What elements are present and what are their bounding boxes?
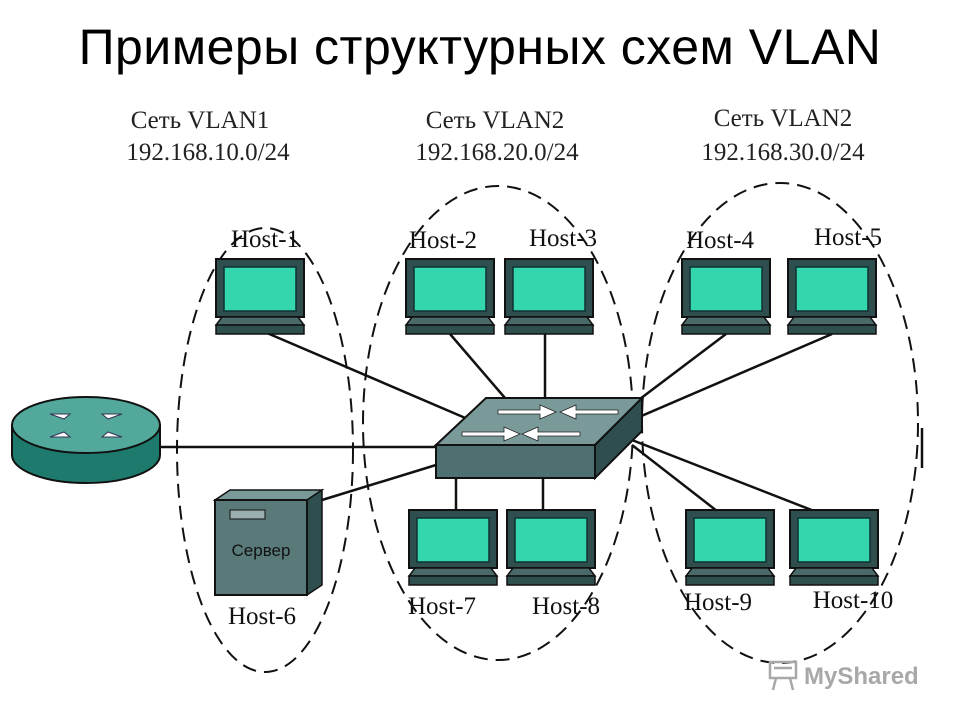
host-10-computer-icon — [789, 509, 879, 586]
watermark-text: MyShared — [804, 663, 919, 690]
vlan3-name: Сеть VLAN2 — [714, 105, 853, 132]
vlan2-subnet: 192.168.20.0/24 — [415, 139, 579, 166]
host-3-computer-icon — [504, 258, 594, 335]
host-10-label: Host-10 — [813, 587, 894, 614]
host-8-label: Host-8 — [532, 593, 600, 620]
host-8-computer-icon — [506, 509, 596, 586]
host-7-computer-icon — [408, 509, 498, 586]
host-1-computer-icon — [215, 258, 305, 335]
host-3-label: Host-3 — [529, 225, 597, 252]
host-6-label: Host-6 — [228, 603, 296, 630]
server-icon: Сервер — [212, 488, 325, 597]
host-9-label: Host-9 — [684, 589, 752, 616]
page-title: Примеры структурных схем VLAN — [78, 19, 882, 75]
host-4-computer-icon — [681, 258, 771, 335]
host-7-label: Host-7 — [408, 593, 476, 620]
vlan1-zone — [176, 227, 354, 673]
server-label: Сервер — [232, 541, 291, 560]
host-5-label: Host-5 — [814, 224, 882, 251]
router-icon — [11, 396, 161, 484]
watermark: MyShared — [768, 660, 919, 691]
vlan1-name: Сеть VLAN1 — [131, 107, 270, 134]
vlan1-subnet: 192.168.10.0/24 — [126, 139, 290, 166]
presentation-icon — [768, 660, 798, 691]
host-4-label: Host-4 — [686, 227, 755, 254]
switch-icon — [433, 395, 645, 481]
host-9-computer-icon — [685, 509, 775, 586]
host-2-label: Host-2 — [409, 227, 477, 254]
connection-lines — [160, 328, 924, 520]
vlan2-name: Сеть VLAN2 — [426, 107, 565, 134]
host-2-computer-icon — [405, 258, 495, 335]
host-1-label: Host-1 — [231, 226, 299, 253]
vlan3-subnet: 192.168.30.0/24 — [701, 139, 865, 166]
host-5-computer-icon — [787, 258, 877, 335]
